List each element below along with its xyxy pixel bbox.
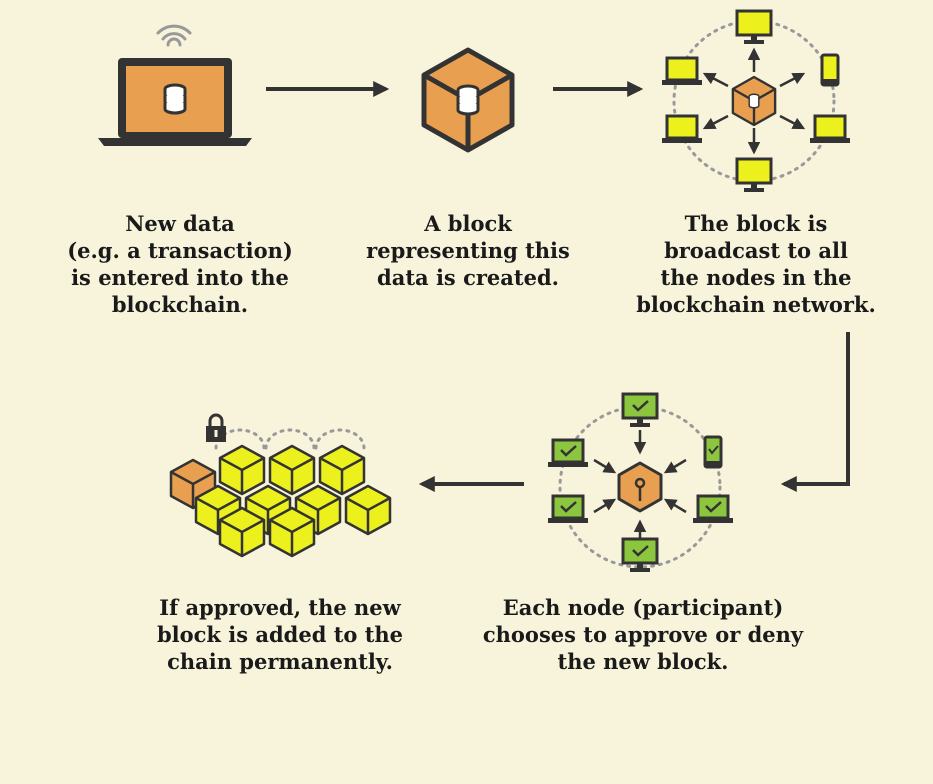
flow-arrow-3 [780, 332, 850, 492]
wifi-icon [156, 24, 192, 47]
step-3-caption: The block is broadcast to all the nodes … [636, 211, 876, 317]
chain-icon [169, 428, 392, 558]
check-icon [621, 392, 659, 429]
step-2-caption: A block representing this data is create… [366, 211, 570, 290]
step-4-caption: Each node (participant) chooses to appro… [482, 595, 804, 674]
block-icon [424, 50, 512, 150]
lock-icon [206, 413, 226, 442]
database-icon [163, 83, 187, 115]
step-1-caption: New data (e.g. a transaction) is entered… [67, 211, 293, 317]
step-5-caption: If approved, the new block is added to t… [156, 595, 404, 674]
network-icon [660, 9, 852, 194]
approval-network-icon [546, 392, 735, 574]
